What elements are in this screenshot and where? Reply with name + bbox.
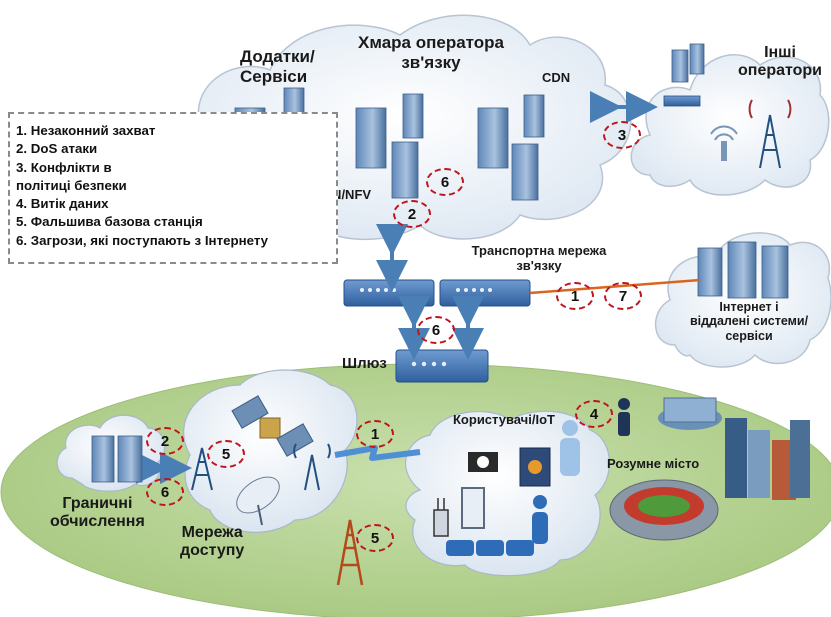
access-line1: Мережа <box>181 524 243 541</box>
threat-marker: 5 <box>207 440 245 468</box>
threat-item: 1. Незаконний захват <box>16 123 156 138</box>
apps-label-line1: Додатки/ <box>240 47 315 66</box>
threat-marker: 3 <box>603 121 641 149</box>
threat-marker: 1 <box>356 420 394 448</box>
other-operators-servers <box>663 43 705 107</box>
other-operators-wifi-icon <box>710 125 738 161</box>
threat-item: 3. Конфлікти в <box>16 159 112 175</box>
cell-tower-icon <box>293 443 331 491</box>
transport-switch-right <box>439 279 531 307</box>
threat-marker: 6 <box>417 316 455 344</box>
threat-list: 1. Незаконний захват 2. DoS атаки 3. Кон… <box>8 112 338 264</box>
iot-door-icon <box>461 487 485 529</box>
user-person-icon <box>618 398 630 436</box>
threat-marker: 6 <box>426 168 464 196</box>
wireless-link <box>334 445 421 461</box>
sdn-servers <box>355 93 424 199</box>
iot-person-icon <box>532 495 548 544</box>
threat-item: 4. Витік даних <box>16 196 109 212</box>
access-network-bubble <box>183 369 358 533</box>
threat-marker: 2 <box>146 427 184 455</box>
fake-tower-icon <box>336 519 364 586</box>
transport-switch-left <box>343 279 435 307</box>
internet-servers <box>697 241 789 299</box>
threat-item: політиці безпеки <box>16 177 127 193</box>
switch-port-dots <box>360 288 492 367</box>
apps-label-line2: Сервіси <box>240 66 308 86</box>
edge-line1: Граничні <box>62 495 133 512</box>
gateway-switch <box>395 349 489 383</box>
iot-user-icon <box>560 420 580 476</box>
threat-marker: 7 <box>604 282 642 310</box>
other-operators-tower-icon <box>748 99 792 169</box>
other-operators-line2: оператори <box>738 62 823 80</box>
smart-city-label: Розумне місто <box>607 456 700 471</box>
iot-camera-icon <box>468 452 498 472</box>
threat-marker: 5 <box>356 524 394 552</box>
users-iot-bubble <box>404 410 610 577</box>
users-label: Користувачі/IoT <box>453 412 555 427</box>
cloud-title-line1: Хмара оператора <box>358 33 504 52</box>
cloud-title-line2: зв'язку <box>401 52 461 72</box>
internet-line2: віддалені системи/ <box>689 314 809 329</box>
gateway-label: Шлюз <box>342 355 387 372</box>
access-line2: доступу <box>180 542 245 560</box>
edge-line2: обчислення <box>50 513 145 531</box>
stadium-icon <box>609 479 719 541</box>
smart-city-buildings <box>658 397 810 500</box>
satellite-dish-icon <box>236 476 280 526</box>
satellite-icon <box>231 395 314 457</box>
link-arrows <box>136 91 658 484</box>
threat-item: 5. Фальшива базова станція <box>16 214 203 230</box>
threat-marker: 2 <box>393 200 431 228</box>
iot-tablet-icon <box>519 447 551 487</box>
transport-line2: зв'язку <box>516 257 562 273</box>
threat-item: 6. Загрози, які поступають з Інтернету <box>16 232 269 248</box>
edge-servers <box>91 435 143 483</box>
threat-item: 2. DoS атаки <box>16 141 98 157</box>
other-operators-line1: Інші <box>764 44 796 61</box>
threat-marker: 4 <box>575 400 613 428</box>
transport-line1: Транспортна мережа <box>471 243 607 258</box>
apps-label: Додатки/Сервіси <box>240 47 315 86</box>
iot-cars-icon <box>446 540 534 556</box>
internet-line1: Інтернет і <box>719 300 779 314</box>
cdn-label: CDN <box>542 70 571 85</box>
internet-line3: сервіси <box>725 328 773 343</box>
cdn-servers <box>477 94 545 201</box>
iot-router-icon <box>433 498 449 537</box>
threat-marker: 6 <box>146 478 184 506</box>
threat-marker: 1 <box>556 282 594 310</box>
base-station-icon <box>191 447 213 491</box>
